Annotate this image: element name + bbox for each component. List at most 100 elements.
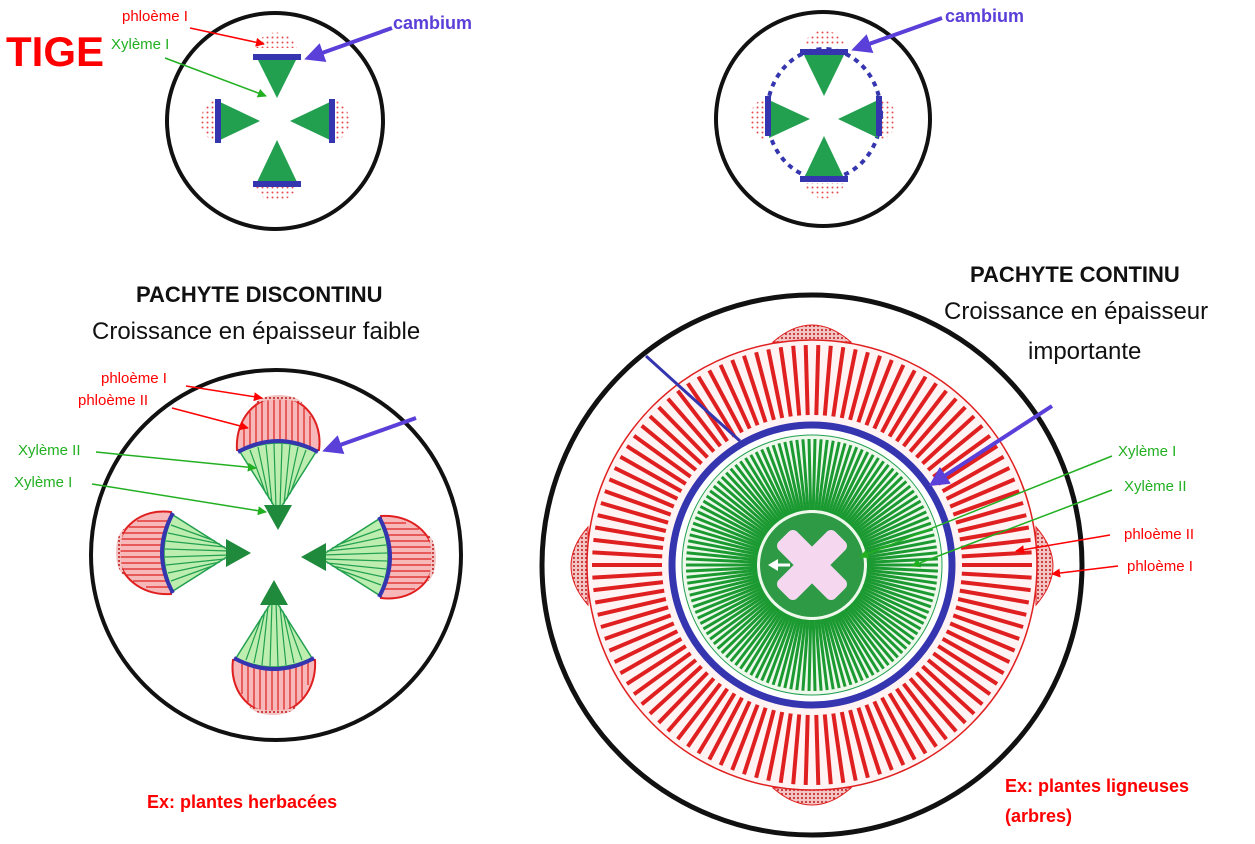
label-xylem1-discontinu: Xylème I: [14, 474, 73, 491]
xylem2-ray: [699, 589, 764, 625]
xylem2-ray: [824, 443, 847, 513]
arrow-xylem1-top-left: [164, 57, 267, 98]
phloem2-ray: [864, 359, 894, 426]
phloem2-ray: [887, 692, 928, 755]
xylem2-ray: [686, 557, 758, 564]
phloem2-ray: [941, 455, 1005, 493]
phloem2-ray: [803, 714, 810, 785]
xylem2-ray: [789, 440, 805, 512]
xylem2-ray: [749, 454, 787, 518]
arrow-cambium-continu: [928, 404, 1054, 487]
xylem2-ray: [720, 602, 774, 655]
xylem2-ray: [832, 614, 864, 682]
phloem2-ray: [937, 644, 999, 686]
xylem2-ray: [765, 446, 794, 515]
arrow-cambium-discontinu: [322, 416, 417, 455]
xylem2-ray: [734, 607, 780, 667]
phloem2-ray: [803, 345, 810, 416]
arrow-phloem1-discontinu: [185, 385, 263, 402]
phloem2-ray: [955, 605, 1024, 629]
xylem2-ray: [866, 551, 938, 562]
phloem2-ray: [960, 580, 1031, 593]
xylem2-ray: [864, 579, 934, 603]
label-phloem1-top-left: phloème I: [122, 8, 188, 25]
stem-primary-left: [165, 11, 385, 231]
xylem2-ray: [807, 619, 813, 692]
phloem2-ray: [839, 349, 858, 419]
xylem2-ray: [777, 617, 800, 687]
xylem2-ray: [819, 618, 835, 690]
phloem2-ray: [902, 389, 948, 448]
xylem2-ray: [692, 521, 761, 549]
phloem2-ray: [921, 664, 976, 716]
phloem2-ray: [593, 537, 664, 550]
xylem2-ray: [853, 484, 912, 532]
phloem2-ray: [640, 658, 698, 706]
phloem2-ray: [778, 713, 793, 784]
phloem2-ray: [895, 687, 938, 748]
xylem2-ray: [866, 568, 938, 579]
phloem2-ray: [887, 375, 928, 438]
xylem2-ray: [850, 602, 904, 655]
xylem2-ray: [789, 618, 805, 690]
arrow-phloem1-continu: [1051, 565, 1119, 578]
label-cambium-top-right: cambium: [945, 6, 1025, 26]
subtitle-pachyte-continu-line1: Croissance en épaisseur: [944, 298, 1209, 325]
xylem2-ray: [857, 593, 919, 636]
phloem2-ray: [945, 629, 1011, 664]
xylem2-ray: [827, 444, 853, 514]
arrow-phloem2-continu: [1015, 534, 1111, 555]
xylem2-ray: [811, 619, 817, 692]
phloem2-ray: [778, 346, 793, 417]
arrow-xylem1-discontinu: [91, 483, 267, 516]
phloem2-ray: [625, 644, 687, 686]
xylem2-ray: [865, 574, 936, 591]
phloem2-ray: [640, 424, 698, 472]
xylem2-ray: [699, 505, 764, 541]
phloem2-ray: [619, 455, 683, 493]
ray-line-continu: [644, 354, 742, 443]
phloem2-ray: [594, 525, 665, 542]
phloem2-ray: [666, 397, 716, 453]
xylem2-ray: [729, 606, 778, 663]
xylem2-ray: [862, 516, 930, 546]
xylem2-ray: [760, 614, 792, 682]
phloem2-ray: [766, 711, 785, 781]
phloem2-ray: [730, 704, 760, 771]
xylem2-ray: [817, 439, 829, 511]
stem-primary-right: [714, 10, 932, 228]
xylem2-ray: [749, 612, 787, 676]
xylem2-ray: [712, 484, 771, 532]
xylem2-ray: [754, 613, 789, 679]
xylem2-ray: [692, 581, 761, 609]
xylem2-ray: [814, 439, 823, 511]
xylem2-ray: [841, 460, 885, 521]
xylem2-ray: [807, 438, 813, 511]
xylem2-ray: [687, 545, 758, 559]
xylem2-ray: [686, 566, 758, 573]
xylem2-ray: [863, 581, 932, 609]
phloem2-ray: [959, 588, 1030, 605]
phloem2-ray: [895, 382, 938, 443]
xylem2-ray: [760, 448, 792, 516]
phloem2-ray: [822, 345, 833, 416]
xylem2-ray: [725, 471, 776, 526]
xylem2-ray: [865, 576, 935, 597]
xylem2-ray: [716, 600, 772, 650]
xylem2-ray: [850, 475, 904, 528]
xylem2-ray: [814, 619, 823, 691]
label-xylem1-continu: Xylème I: [1118, 443, 1177, 460]
xylem2-ray: [866, 557, 938, 564]
phloem2-ray: [676, 389, 722, 448]
phloem2-ray: [648, 414, 703, 466]
xylem2-ray: [822, 618, 841, 689]
phloem2-ray: [766, 349, 785, 419]
label-phloem2-continu: phloème II: [1124, 526, 1195, 543]
xylem2-ray: [855, 596, 915, 641]
phloem2-ray: [872, 700, 906, 766]
phloem2-ray: [926, 658, 984, 706]
xylem2-ray: [783, 441, 802, 512]
phloem2-ray: [613, 629, 679, 664]
phloem2-ray: [957, 513, 1027, 533]
xylem2-ray: [819, 440, 835, 512]
